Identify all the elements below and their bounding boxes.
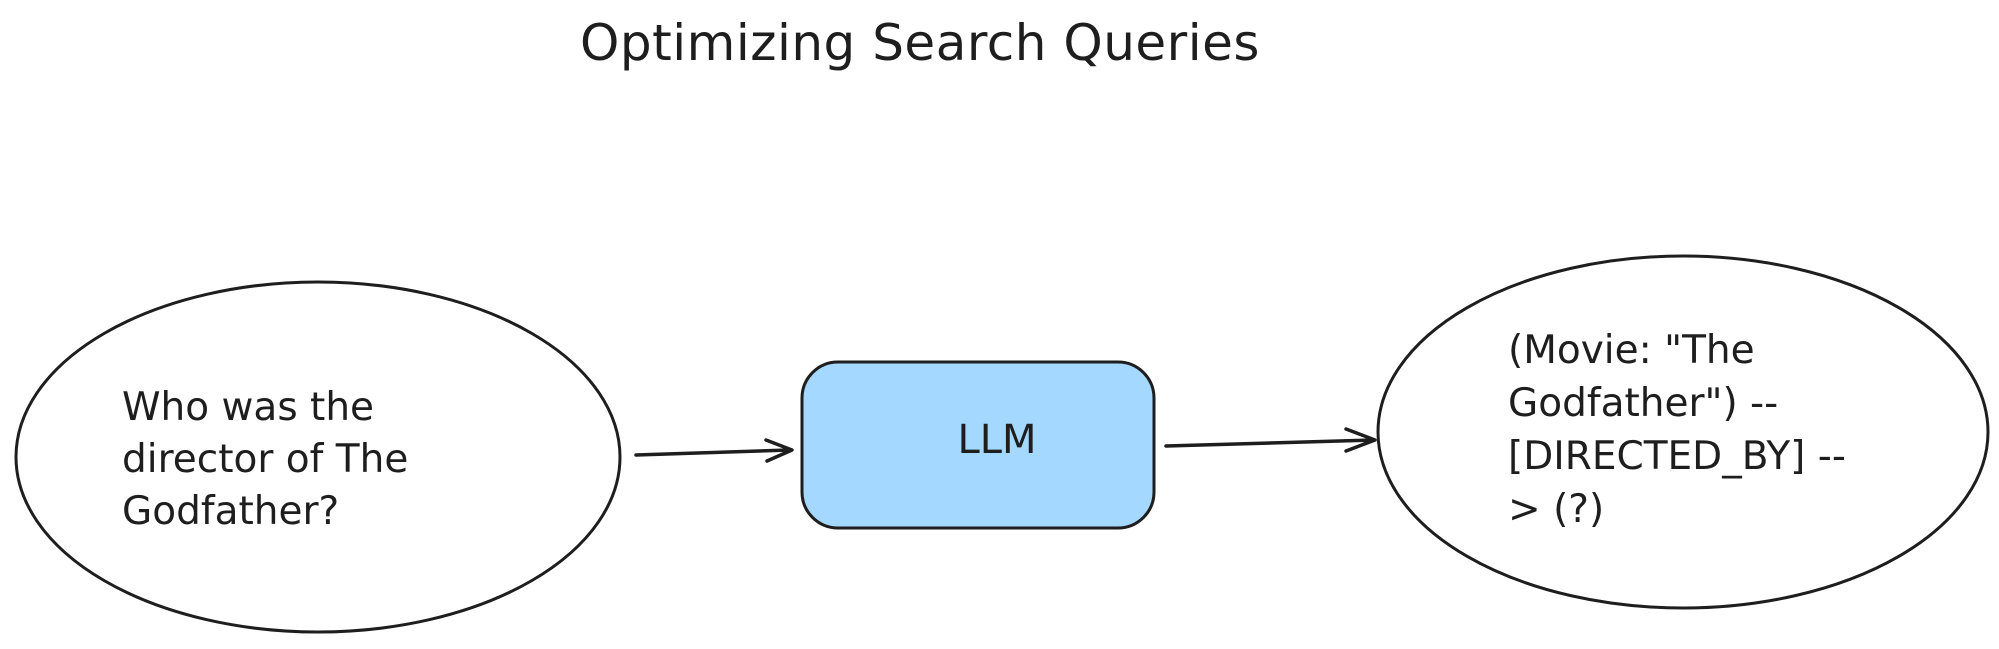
llm-box[interactable] [800,360,1156,530]
query-node-text: (Movie: "The Godfather") -- [DIRECTED_BY… [1508,328,1846,532]
diagram-title: Optimizing Search Queries [580,14,1260,72]
llm-node-text: LLM [957,417,1037,463]
question-node-text: Who was the director of The Godfather? [122,385,409,534]
llm-box-fill [802,362,1154,528]
query-ellipse[interactable] [1376,254,1990,610]
arrow-llm-to-query [1164,427,1377,453]
question-ellipse[interactable] [14,280,622,634]
arrow-question-to-llm [634,438,794,463]
